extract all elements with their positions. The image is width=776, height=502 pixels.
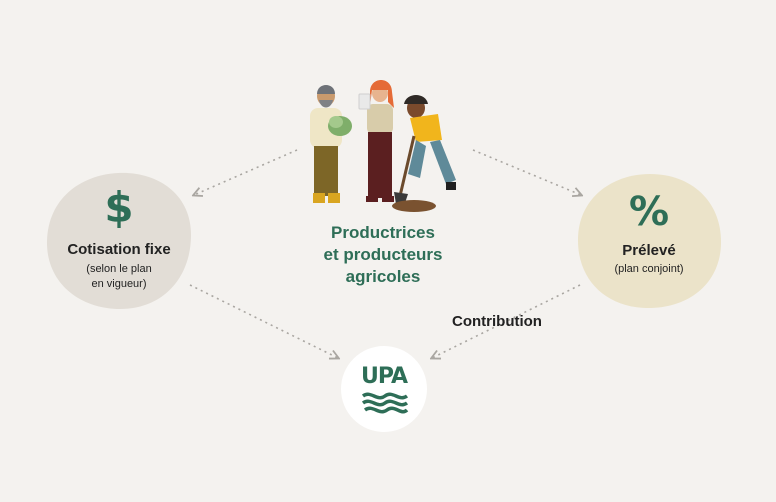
productrices-title-2: et producteurs: [323, 245, 443, 264]
cotisation-fixe-subtitle-2: en vigueur): [91, 278, 147, 290]
upa-logo: UPA: [341, 346, 427, 432]
blob-shape: [577, 174, 722, 309]
blob-shape: [46, 172, 192, 309]
dotted-arrow-icon: [194, 149, 298, 195]
productrices-node: Productrices et producteurs agricoles: [268, 222, 498, 288]
dollar-icon: $: [104, 183, 134, 232]
dotted-arrow-icon: [472, 149, 581, 195]
preleve-subtitle: (plan conjoint): [614, 263, 684, 275]
preleve-node: % Prélevé (plan conjoint): [574, 172, 724, 310]
upa-logo-text: UPA: [361, 364, 408, 389]
productrices-title-1: Productrices: [331, 223, 435, 242]
productrices-title-3: agricoles: [345, 267, 421, 286]
upa-logo-shape: [341, 346, 427, 432]
percent-icon: %: [628, 189, 670, 235]
farmers-illustration-icon: [310, 80, 456, 212]
cotisation-fixe-node: $ Cotisation fixe (selon le plan en vigu…: [44, 171, 194, 311]
preleve-title: Prélevé: [622, 242, 676, 259]
dotted-arrow-icon: [189, 284, 338, 358]
contribution-label: Contribution: [452, 313, 542, 330]
cotisation-fixe-subtitle-1: (selon le plan: [86, 263, 152, 275]
cotisation-fixe-title: Cotisation fixe: [67, 241, 171, 258]
